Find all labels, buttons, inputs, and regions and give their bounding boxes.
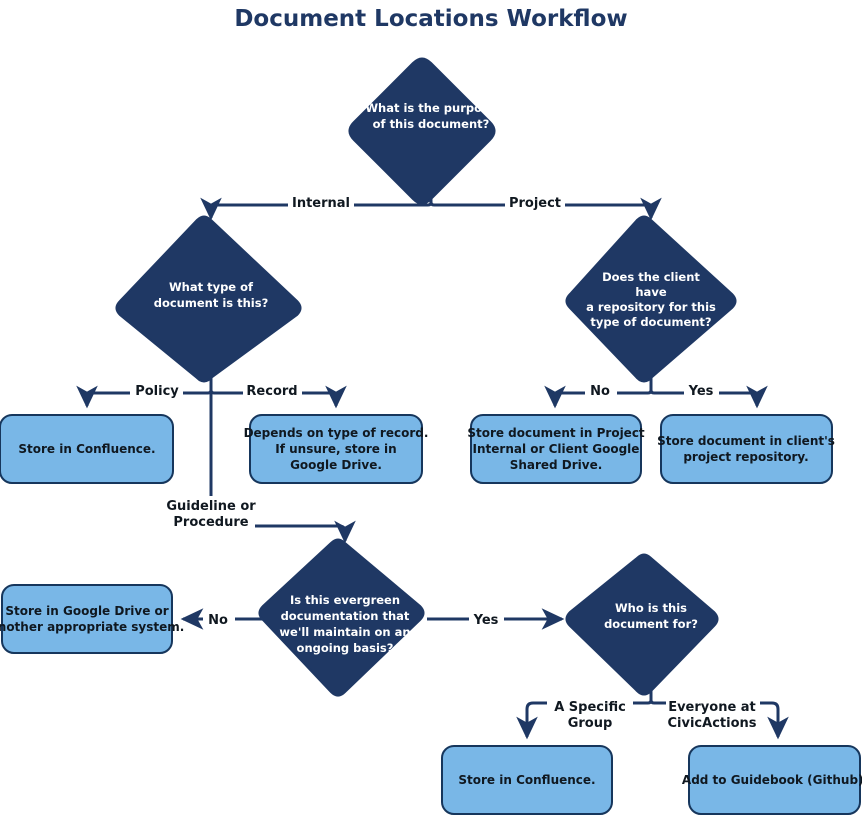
- client-repository-diamond-shape: [565, 215, 737, 383]
- node-audience[interactable]: Who is this document for?: [565, 553, 719, 696]
- doctype-line-2: document is this?: [154, 296, 269, 310]
- purpose-line-1: What is the purpose: [365, 101, 496, 115]
- gdrivebox-line-2: another appropriate system.: [0, 620, 184, 634]
- clientrepo-line-1: Does the client: [602, 270, 700, 284]
- clientrepo-line-2: have: [635, 285, 666, 299]
- audience-line-2: document for?: [604, 617, 698, 631]
- svg-text:No: No: [590, 384, 610, 399]
- svg-text:A Specific: A Specific: [554, 700, 626, 715]
- page-title: Document Locations Workflow: [234, 6, 627, 32]
- nobox-line-1: Store document in Project: [467, 426, 645, 440]
- audience-line-1: Who is this: [615, 601, 687, 615]
- svg-text:Everyone at: Everyone at: [668, 700, 756, 715]
- evergreen-line-4: ongoing basis?: [297, 641, 394, 655]
- node-store-client-repository[interactable]: Store document in client's project repos…: [657, 414, 835, 484]
- svg-text:No: No: [208, 613, 228, 628]
- node-record-depends[interactable]: Depends on type of record. If unsure, st…: [244, 414, 429, 484]
- node-purpose[interactable]: What is the purpose of this document?: [348, 57, 497, 205]
- node-store-confluence-policy[interactable]: Store in Confluence.: [0, 414, 174, 484]
- purpose-line-2: of this document?: [373, 117, 490, 131]
- svg-text:Policy: Policy: [135, 384, 179, 399]
- svg-text:Group: Group: [568, 716, 613, 731]
- edge-label-guideline: Guideline or Procedure: [166, 496, 256, 532]
- svg-text:Yes: Yes: [473, 613, 499, 628]
- edge-label-yes-client: Yes: [684, 381, 719, 400]
- edge-label-internal: Internal: [288, 193, 354, 212]
- edge-label-policy: Policy: [130, 381, 183, 400]
- edge-label-yes-evergreen: Yes: [469, 609, 504, 628]
- doctype-line-1: What type of: [169, 280, 254, 294]
- gdrive-box-shape: [1, 584, 173, 654]
- nobox-line-3: Shared Drive.: [510, 458, 603, 472]
- evergreen-line-3: we'll maintain on an: [279, 625, 410, 639]
- edge-label-no-evergreen: No: [203, 609, 235, 628]
- clientrepo-line-4: type of document?: [590, 315, 711, 329]
- recordbox-line-2: If unsure, store in: [275, 442, 396, 456]
- evergreen-line-1: Is this evergreen: [290, 593, 400, 607]
- edge-label-everyone-civicactions: Everyone at CivicActions: [666, 697, 760, 733]
- yesbox-line-2: project repository.: [683, 450, 808, 464]
- policybox-line-1: Store in Confluence.: [18, 442, 155, 456]
- no-box-shape: [470, 414, 642, 484]
- node-add-guidebook[interactable]: Add to Guidebook (Github).: [682, 745, 862, 815]
- guidebook-line-1: Add to Guidebook (Github).: [682, 773, 862, 787]
- audience-diamond-shape: [565, 553, 719, 696]
- node-client-repository[interactable]: Does the client have a repository for th…: [565, 215, 737, 383]
- svg-text:Record: Record: [246, 384, 297, 399]
- yes-box-shape: [660, 414, 833, 484]
- node-doctype[interactable]: What type of document is this?: [115, 215, 302, 383]
- guidebook-box-shape: [688, 745, 861, 815]
- gdrivebox-line-1: Store in Google Drive or: [5, 604, 168, 618]
- doctype-diamond-shape: [115, 215, 302, 383]
- svg-text:Internal: Internal: [292, 196, 350, 211]
- svg-text:Yes: Yes: [688, 384, 714, 399]
- recordbox-line-3: Google Drive.: [290, 458, 382, 472]
- edge-label-no-client: No: [585, 381, 617, 400]
- svg-text:Project: Project: [509, 196, 561, 211]
- confbox2-line-1: Store in Confluence.: [458, 773, 595, 787]
- confluence2-box-shape: [441, 745, 613, 815]
- node-store-project-internal[interactable]: Store document in Project Internal or Cl…: [467, 414, 645, 484]
- edge-label-record: Record: [243, 381, 302, 400]
- purpose-diamond-shape: [348, 57, 496, 205]
- edge-label-specific-group: A Specific Group: [547, 697, 633, 733]
- node-store-confluence-group[interactable]: Store in Confluence.: [441, 745, 613, 815]
- svg-text:Guideline or: Guideline or: [166, 499, 256, 514]
- recordbox-line-1: Depends on type of record.: [244, 426, 429, 440]
- nobox-line-2: Internal or Client Google: [473, 442, 640, 456]
- node-store-google-drive[interactable]: Store in Google Drive or another appropr…: [0, 584, 184, 654]
- evergreen-diamond-shape: [258, 538, 425, 697]
- svg-text:Procedure: Procedure: [173, 515, 248, 530]
- policy-box-shape: [0, 414, 174, 484]
- svg-text:CivicActions: CivicActions: [668, 716, 757, 731]
- record-box-shape: [249, 414, 423, 484]
- edge-label-project: Project: [505, 193, 565, 212]
- node-evergreen[interactable]: Is this evergreen documentation that we'…: [258, 538, 425, 697]
- clientrepo-line-3: a repository for this: [586, 300, 716, 314]
- evergreen-line-2: documentation that: [281, 609, 410, 623]
- yesbox-line-1: Store document in client's: [657, 434, 835, 448]
